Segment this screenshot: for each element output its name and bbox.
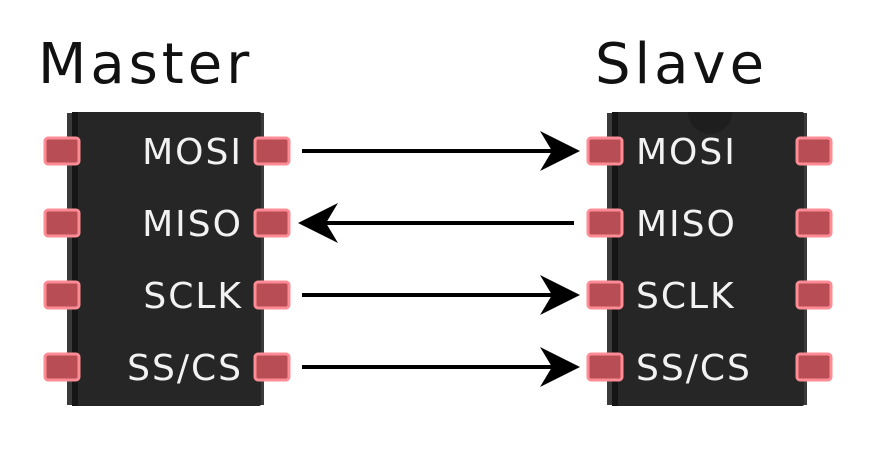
slave-title: Slave bbox=[595, 32, 768, 97]
master-pin-mosi bbox=[253, 136, 291, 166]
master-chip-body bbox=[72, 112, 261, 406]
master-pin-3-left bbox=[43, 280, 81, 310]
slave-pin-3-right bbox=[795, 280, 833, 310]
signal-arrows bbox=[298, 131, 580, 387]
slave-right-pins bbox=[795, 136, 833, 382]
slave-pin-1-right bbox=[795, 136, 833, 166]
master-title: Master bbox=[38, 32, 253, 97]
slave-pin-2-right bbox=[795, 208, 833, 238]
slave-left-pins bbox=[586, 136, 624, 382]
slave-pin-miso bbox=[586, 208, 624, 238]
slave-label-miso: MISO bbox=[636, 204, 737, 245]
master-left-pins bbox=[43, 136, 81, 382]
slave-label-mosi: MOSI bbox=[636, 132, 737, 173]
master-label-mosi: MOSI bbox=[142, 132, 243, 173]
slave-label-sclk: SCLK bbox=[636, 276, 736, 317]
master-pin-2-left bbox=[43, 208, 81, 238]
master-label-sscs: SS/CS bbox=[127, 348, 243, 389]
slave-label-sscs: SS/CS bbox=[636, 348, 752, 389]
slave-pin-mosi bbox=[586, 136, 624, 166]
master-chip: MOSI MISO SCLK SS/CS bbox=[43, 112, 291, 406]
slave-pin-4-right bbox=[795, 352, 833, 382]
master-pin-sscs bbox=[253, 352, 291, 382]
master-label-sclk: SCLK bbox=[143, 276, 243, 317]
master-right-pins bbox=[253, 136, 291, 382]
slave-pin-sscs bbox=[586, 352, 624, 382]
master-pin-sclk bbox=[253, 280, 291, 310]
slave-chip: MOSI MISO SCLK SS/CS bbox=[586, 112, 833, 406]
master-pin-miso bbox=[253, 208, 291, 238]
master-label-miso: MISO bbox=[142, 204, 243, 245]
slave-pin-sclk bbox=[586, 280, 624, 310]
slave-chip-body bbox=[612, 112, 804, 406]
master-pin-4-left bbox=[43, 352, 81, 382]
master-pin-1-left bbox=[43, 136, 81, 166]
